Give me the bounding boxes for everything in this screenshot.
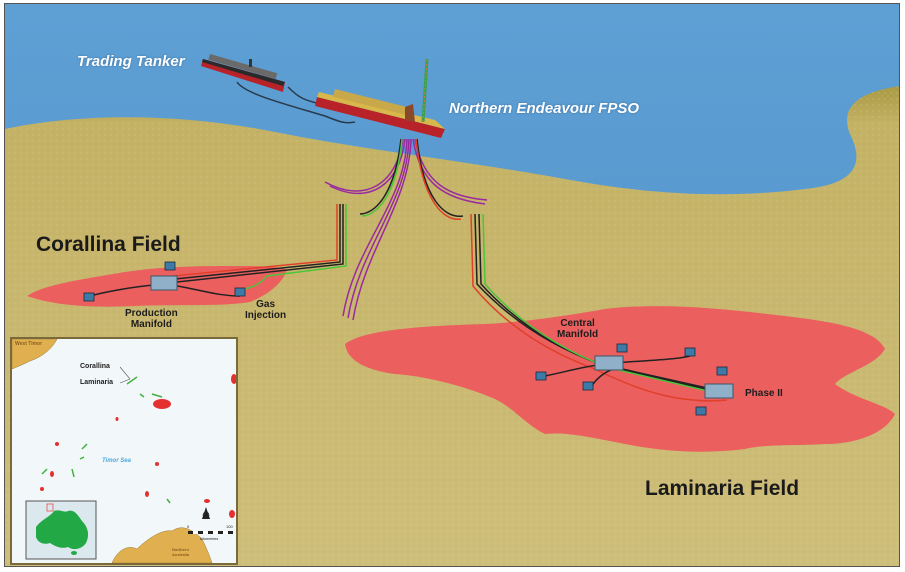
northern-australia-land — [111, 527, 213, 563]
risers — [324, 138, 488, 321]
scale-bar — [188, 531, 233, 534]
corallina-field-title: Corallina Field — [36, 233, 181, 256]
phase2-manifold — [704, 383, 734, 399]
inset-map-graphic — [12, 339, 236, 563]
production-manifold-label: Production Manifold — [125, 308, 178, 330]
diagram-frame: Trading Tanker Northern Endeavour FPSO C… — [4, 3, 900, 567]
australia-overview-inset — [25, 500, 97, 560]
gas-injection-label-line1: Gas — [256, 299, 276, 310]
scale-end-label: 100 — [226, 524, 233, 529]
northern-australia-label: Northern Australia — [172, 547, 189, 557]
gas-injection-label-line2: Injection — [245, 310, 287, 321]
inset-laminaria-label: Laminaria — [80, 379, 114, 386]
petroleum-fields — [40, 374, 236, 518]
northern-australia-label-line1: Northern — [172, 547, 189, 552]
gas-injection-label: Gas Injection — [245, 299, 286, 321]
central-manifold-label-line2: Manifold — [557, 329, 599, 340]
scale-units-label: kilometres — [200, 536, 219, 541]
scale-start-label: 0 — [187, 524, 190, 529]
laminaria-field-title: Laminaria Field — [645, 477, 800, 500]
fpso-label: Northern Endeavour FPSO — [449, 100, 640, 117]
fpso-vessel — [315, 58, 445, 138]
production-manifold-label-line2: Manifold — [130, 319, 172, 330]
location-inset-map: West Timor Corallina Laminaria Timor Sea… — [10, 337, 238, 565]
area-of-interest-box — [46, 503, 54, 512]
timor-sea-label: Timor Sea — [102, 458, 131, 464]
production-manifold-label-line1: Production — [125, 308, 178, 319]
northern-australia-label-line2: Australia — [172, 552, 190, 557]
west-timor-land — [12, 339, 58, 370]
north-arrow-icon — [202, 507, 210, 519]
central-manifold-label-line1: Central — [560, 318, 595, 329]
central-manifold — [594, 355, 624, 371]
australia-shape — [36, 510, 89, 550]
wellheads — [83, 261, 728, 416]
central-manifold-label: Central Manifold — [557, 318, 598, 340]
west-timor-label: West Timor — [15, 341, 43, 347]
phase2-label: Phase II — [745, 388, 783, 399]
manifolds — [150, 275, 734, 399]
trading-tanker-label: Trading Tanker — [77, 53, 185, 70]
trading-tanker — [201, 53, 285, 92]
laminaria-field-area — [345, 306, 895, 452]
production-manifold — [150, 275, 178, 291]
field-pointer-lines — [119, 366, 131, 384]
corallina-flowlines — [89, 204, 347, 297]
inset-corallina-label: Corallina — [80, 363, 110, 370]
